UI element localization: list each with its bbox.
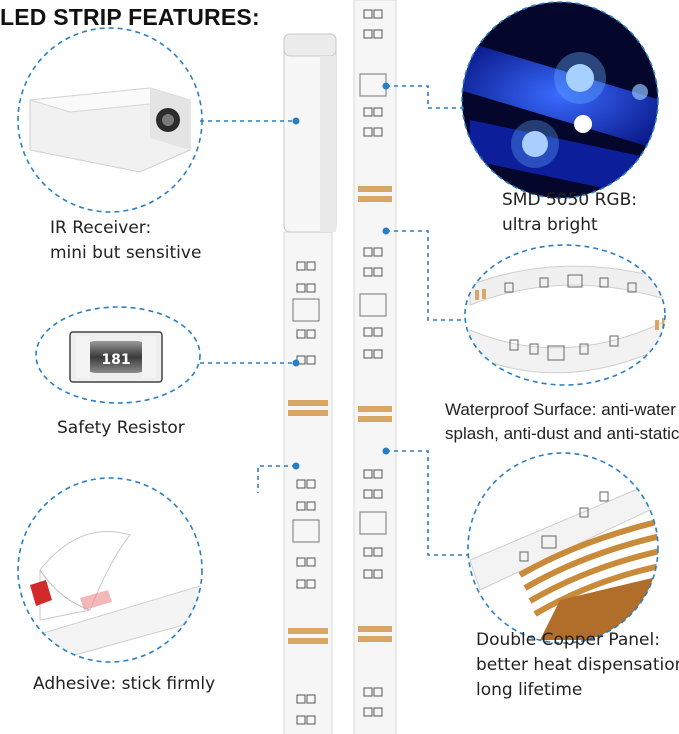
safety-resistor-label: Safety Resistor [57,418,185,438]
smd-label: SMD 5050 RGB: ultra bright [502,190,637,235]
safety-resistor-zoom [35,306,201,404]
adhesive-label: Adhesive: stick firmly [33,674,216,694]
left-led-strip [283,231,333,734]
ir-receiver-label: IR Receiver: mini but sensitive [50,218,202,263]
ir-receiver-housing [283,33,337,233]
smd-led-zoom-circle [461,1,659,199]
resistor-code: 181 [101,352,130,368]
callout-dots [292,82,390,470]
copper-panel-label: Double Copper Panel: better heat dispens… [476,630,679,700]
waterproof-label: Waterproof Surface: anti-water splash, a… [445,400,679,443]
page-title: LED STRIP FEATURES: [0,4,260,30]
ir-receiver-zoom-circle [17,27,203,213]
waterproof-strip-zoom-circle [464,244,666,386]
resistor-body [80,341,152,373]
callout-lines [200,85,468,556]
right-led-strip [353,0,397,734]
copper-panel-zoom-circle [467,452,659,644]
adhesive-zoom-circle [17,477,203,663]
